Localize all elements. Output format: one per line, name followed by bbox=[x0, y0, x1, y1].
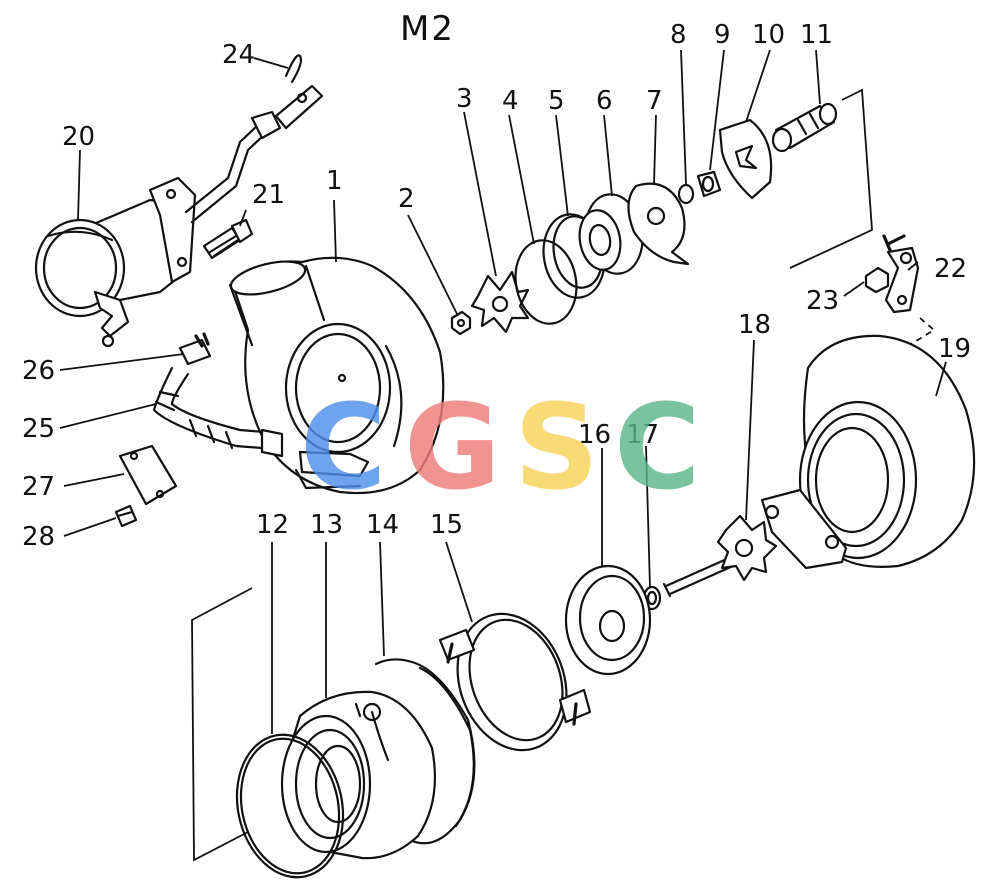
part-label-11: 11 bbox=[800, 20, 834, 50]
part-label-20: 20 bbox=[62, 122, 96, 152]
part-label-9: 9 bbox=[714, 20, 731, 50]
part-20-actuator bbox=[34, 176, 197, 348]
part-label-21: 21 bbox=[252, 180, 286, 210]
part-label-1: 1 bbox=[326, 166, 343, 196]
group-bracket-right bbox=[789, 88, 873, 269]
part-22-arm bbox=[882, 234, 920, 314]
part-15-clamp bbox=[438, 612, 592, 752]
part-18-turbine-shaft bbox=[662, 514, 778, 598]
part-label-28: 28 bbox=[22, 522, 56, 552]
part-label-24: 24 bbox=[222, 40, 256, 70]
part-25-hose bbox=[152, 366, 284, 458]
part-12-o-ring bbox=[235, 733, 345, 879]
part-1-compressor-housing bbox=[228, 256, 445, 495]
actuator-pipe bbox=[184, 84, 324, 224]
part-label-10: 10 bbox=[752, 20, 786, 50]
part-13-center-housing bbox=[280, 690, 437, 860]
part-label-23: 23 bbox=[806, 286, 840, 316]
part-label-15: 15 bbox=[430, 510, 464, 540]
part-label-5: 5 bbox=[548, 86, 565, 116]
part-19-turbine-housing bbox=[760, 334, 976, 570]
part-16-shield bbox=[564, 564, 652, 676]
part-11-insert bbox=[771, 102, 838, 153]
watermark-letter-3: S bbox=[514, 378, 599, 516]
parts-8-9-rings bbox=[677, 170, 722, 205]
diagram-title: M2 bbox=[400, 9, 455, 49]
part-14-snap-ring bbox=[374, 658, 476, 845]
part-10-deflector bbox=[718, 118, 773, 200]
group-bracket-left bbox=[191, 587, 253, 862]
watermark-letter-4: C bbox=[614, 378, 701, 516]
part-label-14: 14 bbox=[366, 510, 400, 540]
watermark-letter-1: C bbox=[300, 378, 387, 516]
part-27-gasket bbox=[118, 444, 178, 506]
part-23-nut bbox=[864, 266, 890, 294]
part-28-screw bbox=[114, 504, 138, 528]
part-label-16: 16 bbox=[578, 420, 612, 450]
part-label-19: 19 bbox=[938, 334, 972, 364]
part-label-26: 26 bbox=[22, 356, 56, 386]
watermark-letter-2: G bbox=[404, 378, 501, 516]
leader-lines bbox=[59, 49, 947, 734]
part-label-2: 2 bbox=[398, 184, 415, 214]
part-label-12: 12 bbox=[256, 510, 290, 540]
part-7-plate bbox=[627, 182, 690, 266]
part-label-3: 3 bbox=[456, 84, 473, 114]
part-label-17: 17 bbox=[626, 420, 660, 450]
part-label-13: 13 bbox=[310, 510, 344, 540]
part-21-bolt bbox=[202, 218, 254, 260]
part-2-nut bbox=[450, 310, 472, 336]
part-label-27: 27 bbox=[22, 472, 56, 502]
part-label-4: 4 bbox=[502, 86, 519, 116]
part-label-25: 25 bbox=[22, 414, 56, 444]
part-3-compressor-wheel bbox=[470, 270, 530, 334]
part-label-18: 18 bbox=[738, 310, 772, 340]
part-label-7: 7 bbox=[646, 86, 663, 116]
part-label-22: 22 bbox=[934, 254, 968, 284]
part-24-pin bbox=[284, 54, 303, 84]
part-26-clip bbox=[178, 332, 212, 366]
part-label-6: 6 bbox=[596, 86, 613, 116]
part-label-8: 8 bbox=[670, 20, 687, 50]
